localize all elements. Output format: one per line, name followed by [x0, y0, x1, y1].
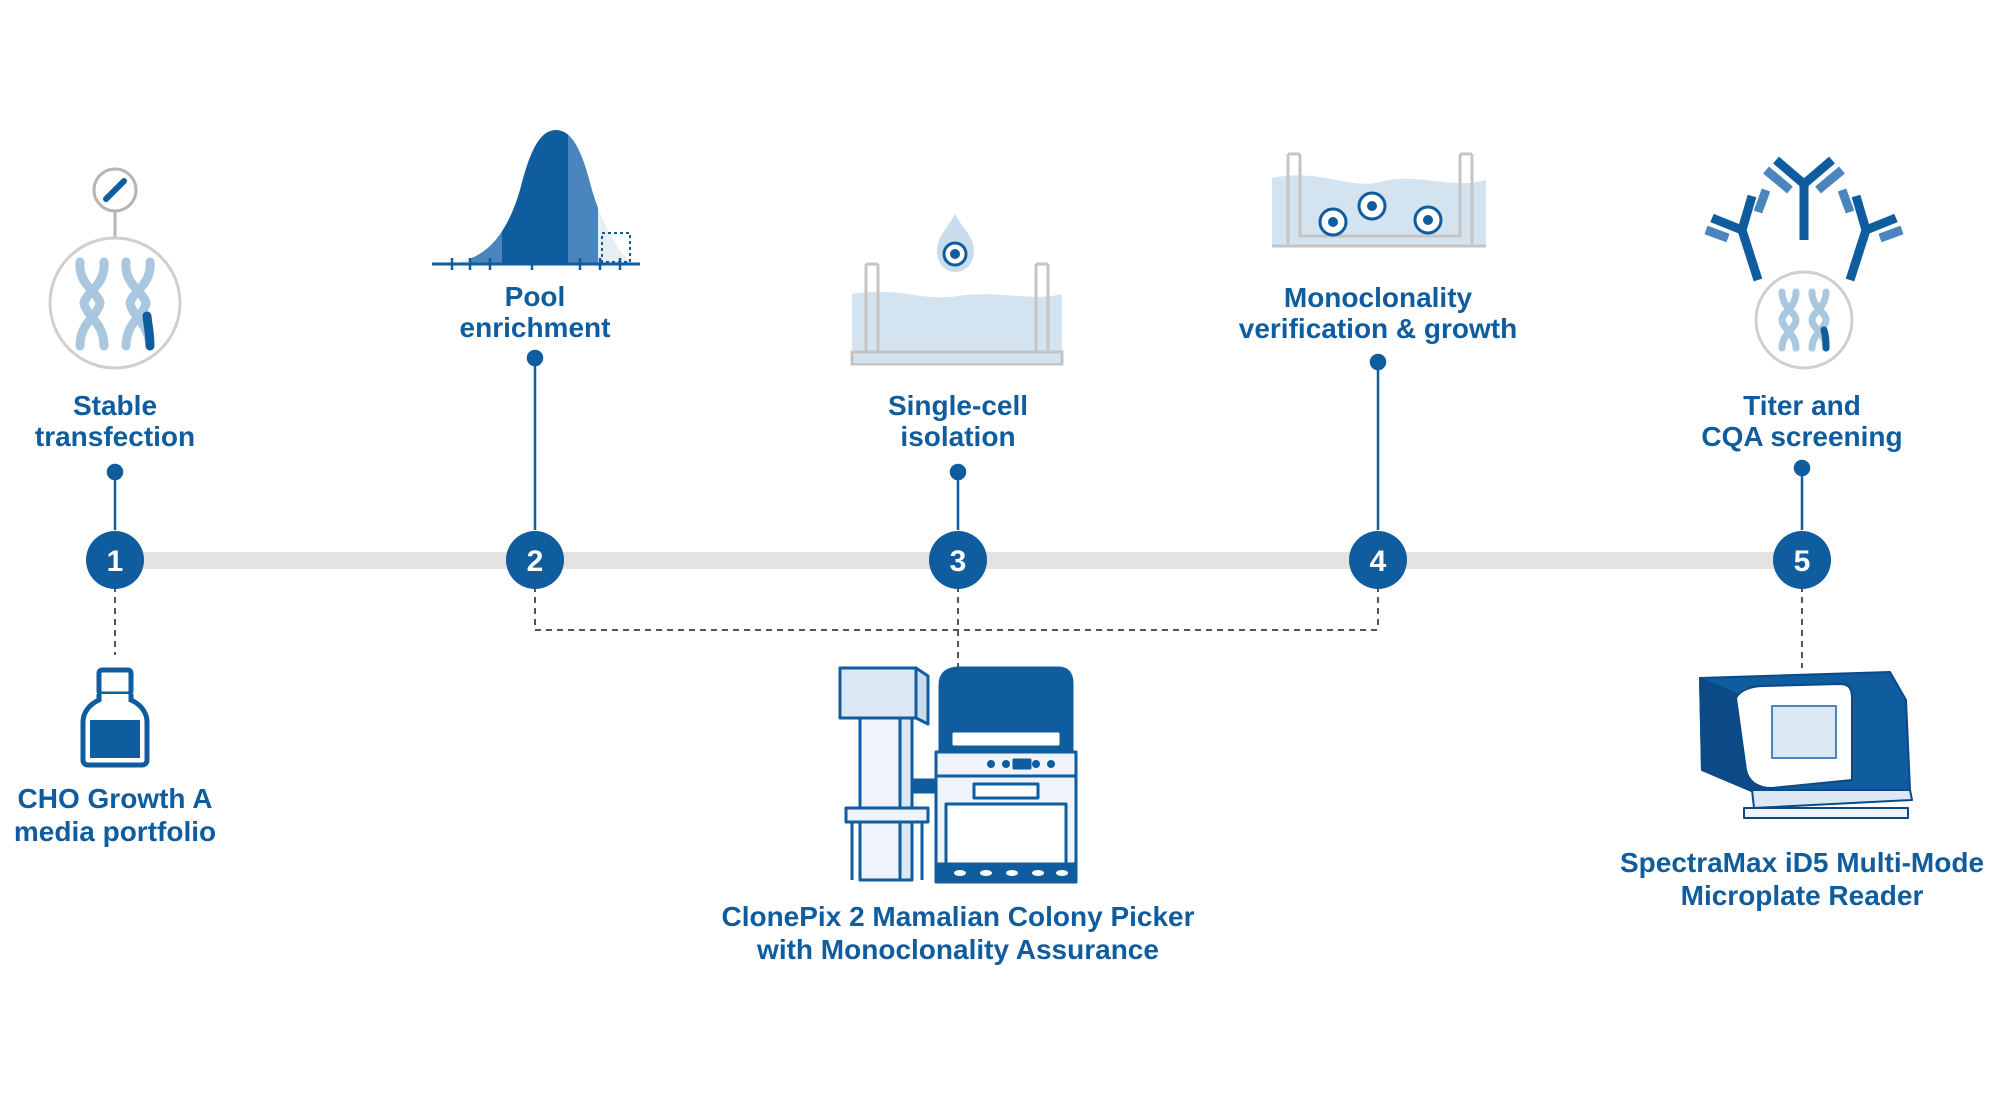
- step-number: 5: [1794, 545, 1811, 578]
- step-label-4: Monoclonality verification & growth: [1239, 282, 1517, 344]
- distribution-curve-icon: [432, 130, 640, 270]
- step-number: 3: [950, 545, 967, 578]
- step-label-line: transfection: [34, 421, 196, 452]
- step-label-line: verification & growth: [1238, 313, 1518, 344]
- product-label-media: CHO Growth A media portfolio: [14, 782, 216, 848]
- colony-picker-connector: [534, 586, 1379, 670]
- cells-in-well-icon: [1272, 152, 1486, 248]
- label-leaders: [106, 349, 1811, 530]
- step-label-line: enrichment: [459, 312, 611, 343]
- step-marker-4: 4: [1349, 531, 1407, 589]
- step-number: 4: [1370, 545, 1387, 578]
- step-marker-2: 2: [506, 531, 564, 589]
- product-label-colony-picker: ClonePix 2 Mamalian Colony Picker with M…: [721, 900, 1194, 966]
- product-name-line: with Monoclonality Assurance: [757, 934, 1159, 965]
- step-label-line: CQA screening: [1701, 421, 1903, 452]
- microplate-reader-icon: [1699, 671, 1913, 819]
- product-name-line: ClonePix 2 Mamalian Colony Picker: [721, 901, 1195, 932]
- step-label-line: isolation: [900, 421, 1016, 452]
- step-number: 2: [527, 545, 544, 578]
- step-label-3: Single-cell isolation: [888, 390, 1028, 452]
- step-number: 1: [107, 545, 124, 578]
- step-marker-3: 3: [929, 531, 987, 589]
- droplet-well-icon: [850, 214, 1064, 366]
- step-label-line: Pool: [504, 281, 566, 312]
- product-label-microplate-reader: SpectraMax iD5 Multi-Mode Microplate Rea…: [1620, 846, 1984, 912]
- product-name-line: media portfolio: [13, 816, 217, 847]
- media-bottle-icon: [80, 667, 150, 768]
- step-label-line: Titer and: [1743, 390, 1861, 421]
- step-label-1: Stable transfection: [35, 390, 195, 452]
- antibody-chromosome-icon: [1704, 156, 1904, 370]
- chromosome-transfection-icon: [48, 167, 182, 370]
- step-label-2: Pool enrichment: [460, 281, 611, 343]
- step-label-5: Titer and CQA screening: [1701, 390, 1902, 452]
- step-marker-5: 5: [1773, 531, 1831, 589]
- product-name-line: Microplate Reader: [1680, 880, 1924, 911]
- step-label-line: Stable: [72, 390, 158, 421]
- step-marker-1: 1: [86, 531, 144, 589]
- product-name-line: CHO Growth A: [17, 783, 213, 814]
- step-label-line: Monoclonality: [1283, 282, 1473, 313]
- colony-picker-instrument-icon: [838, 666, 1078, 884]
- product-name-line: SpectraMax iD5 Multi-Mode: [1619, 847, 1985, 878]
- step-label-line: Single-cell: [887, 390, 1029, 421]
